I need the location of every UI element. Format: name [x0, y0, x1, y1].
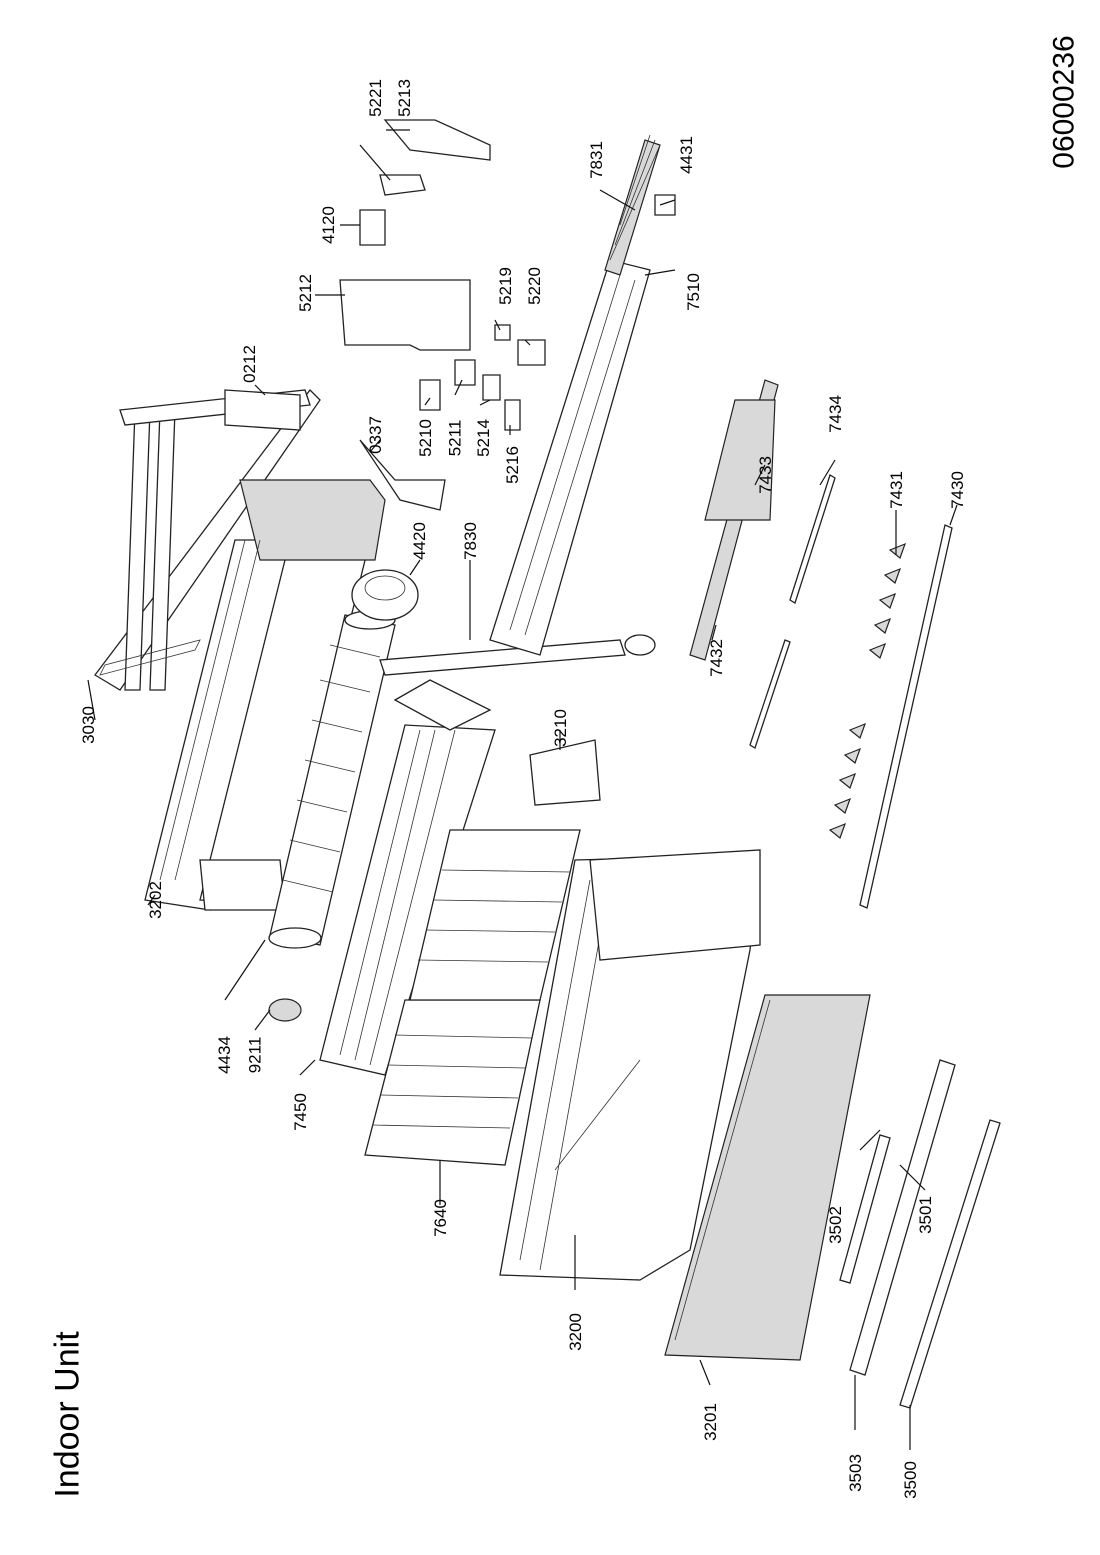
- label-5211: 5211: [445, 419, 465, 457]
- label-4420: 4420: [409, 522, 429, 560]
- label-7432: 7432: [706, 639, 726, 677]
- relay-component: [419, 379, 441, 411]
- louver-link-rod-right: [789, 474, 836, 604]
- horizontal-louver-right: [704, 399, 776, 521]
- front-panel: [664, 994, 871, 1361]
- label-7510: 7510: [683, 273, 703, 311]
- capacitor-block: [517, 339, 546, 366]
- control-board-small: [454, 359, 476, 386]
- label-3501: 3501: [915, 1196, 935, 1234]
- chassis-frame: [144, 479, 386, 911]
- label-3200: 3200: [565, 1313, 585, 1351]
- label-5220: 5220: [524, 267, 544, 305]
- label-7830: 7830: [460, 522, 480, 560]
- front-strip: [899, 1119, 1001, 1409]
- label-3503: 3503: [845, 1454, 865, 1492]
- label-3030: 3030: [78, 706, 98, 744]
- electrical-box: [339, 279, 471, 351]
- label-7434: 7434: [825, 395, 845, 433]
- board-component: [482, 374, 501, 401]
- vertical-vanes: [828, 542, 907, 839]
- air-filters: [364, 829, 581, 1166]
- louver-link-rod-left: [749, 639, 791, 749]
- document-number: 06000236: [1047, 35, 1081, 169]
- display-board: [529, 739, 601, 806]
- label-7430: 7430: [947, 471, 967, 509]
- label-5216: 5216: [502, 446, 522, 484]
- mounting-plate: [94, 389, 321, 691]
- bearing: [268, 998, 302, 1022]
- label-3202: 3202: [145, 881, 165, 919]
- evaporator-coil: [319, 679, 496, 1076]
- fan-motor: [351, 569, 419, 621]
- capacitor-small: [494, 324, 511, 341]
- cover-plate: [359, 439, 446, 511]
- drain-pan: [489, 259, 651, 656]
- front-casing: [499, 849, 761, 1281]
- label-5210: 5210: [415, 419, 435, 457]
- label-4431: 4431: [676, 136, 696, 174]
- sensor-clip: [654, 194, 676, 216]
- label-7433: 7433: [755, 456, 775, 494]
- display-bracket: [839, 1134, 891, 1284]
- label-7431: 7431: [886, 471, 906, 509]
- connector-component: [504, 399, 521, 431]
- label-4434: 4434: [214, 1036, 234, 1074]
- label-0337: 0337: [365, 416, 385, 454]
- label-5219: 5219: [495, 267, 515, 305]
- terminal-block: [359, 209, 386, 246]
- label-3502: 3502: [825, 1206, 845, 1244]
- insulation-pad-small: [379, 174, 426, 196]
- label-7640: 7640: [430, 1199, 450, 1237]
- insulation-pad-large: [383, 119, 491, 161]
- vertical-vane-link-bar: [859, 524, 953, 909]
- label-7450: 7450: [290, 1093, 310, 1131]
- label-5213: 5213: [394, 79, 414, 117]
- page-title: Indoor Unit: [48, 1331, 87, 1498]
- label-7831: 7831: [586, 141, 606, 179]
- label-4120: 4120: [318, 206, 338, 244]
- label-3210: 3210: [550, 709, 570, 747]
- label-5221: 5221: [365, 79, 385, 117]
- label-3201: 3201: [700, 1403, 720, 1441]
- label-5212: 5212: [295, 274, 315, 312]
- display-frame: [849, 1059, 956, 1376]
- label-5214: 5214: [473, 419, 493, 457]
- label-3500: 3500: [900, 1461, 920, 1499]
- leader-lines: [87, 129, 958, 1450]
- drain-hose: [604, 134, 661, 276]
- label-0212: 0212: [239, 345, 259, 383]
- label-9211: 9211: [245, 1036, 265, 1074]
